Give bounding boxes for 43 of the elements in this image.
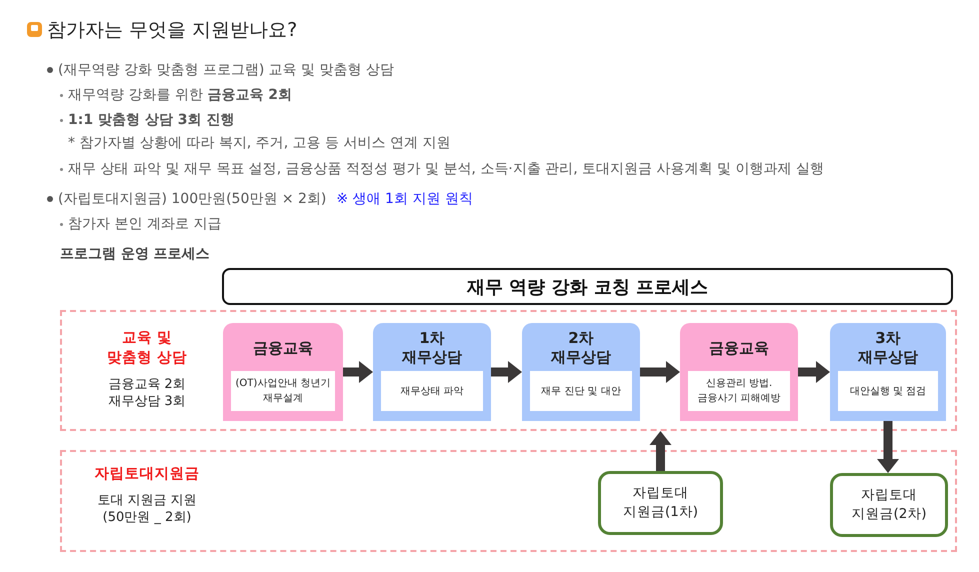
process-box — [830, 323, 946, 421]
arrow — [650, 431, 672, 471]
box-heading: 3차 재무상담 — [856, 328, 919, 368]
list-text: 재무역량 강화를 위한 금융교육 2회 — [68, 86, 292, 104]
band-note: 금융교육 2회 재무상담 3회 — [107, 376, 187, 410]
section-heading: 프로그램 운영 프로세스 — [60, 245, 210, 263]
list-text: ※ 생애 1회 지원 원칙 — [336, 190, 473, 208]
process-box — [680, 323, 798, 421]
arrow — [798, 361, 830, 383]
band-heading: 교육 및 맞춤형 상담 — [106, 329, 188, 368]
arrow — [343, 361, 373, 383]
box-body: 대안실행 및 점검 — [838, 371, 938, 411]
list-text: (재무역량 강화 맞춤형 프로그램) 교육 및 맞춤형 상담 — [58, 61, 394, 79]
box-body: 신용관리 방법. 금융사기 피해예방 — [688, 371, 790, 411]
box-label: 자립토대 지원금(1차) — [622, 484, 700, 522]
section-band — [60, 450, 957, 552]
box-body: (OT)사업안내 청년기 재무설계 — [231, 371, 335, 411]
fund-box — [830, 473, 948, 537]
box-heading: 2차 재무상담 — [550, 328, 612, 368]
list-text: 재무 상태 파악 및 재무 목표 설정, 금융상품 적정성 평가 및 분석, 소득·지출 관리, 토대지원금 사용계획 및 이행과제 실행 — [68, 160, 824, 178]
section-band — [60, 310, 957, 431]
box-body: 재무 진단 및 대안 — [530, 371, 632, 411]
list-text: 1:1 맞춤형 상담 3회 진행 — [68, 111, 234, 129]
band-heading: 자립토대지원금 — [94, 465, 200, 484]
page-title: 참가자는 무엇을 지원받나요? — [47, 18, 298, 43]
arrow — [491, 361, 522, 383]
list-text: * 참가자별 상황에 따라 복지, 주거, 고용 등 서비스 연계 지원 — [68, 134, 450, 152]
arrow — [640, 361, 680, 383]
arrow — [877, 421, 899, 473]
box-heading: 금융교육 — [708, 338, 770, 358]
fund-box — [598, 471, 723, 535]
process-box — [223, 323, 343, 421]
box-heading: 금융교육 — [252, 338, 314, 358]
box-title: 재무 역량 강화 코칭 프로세스 — [466, 276, 708, 298]
process-title-box — [222, 268, 953, 305]
process-box — [522, 323, 640, 421]
list-text: 참가자 본인 계좌로 지급 — [68, 215, 222, 233]
box-label: 자립토대 지원금(2차) — [850, 486, 928, 524]
band-note: 토대 지원금 지원 (50만원 _ 2회) — [96, 492, 198, 526]
list-text: (자립토대지원금) 100만원(50만원 × 2회) — [58, 190, 326, 208]
box-heading: 1차 재무상담 — [400, 328, 463, 368]
process-box — [373, 323, 491, 421]
box-body: 재무상태 파악 — [381, 371, 483, 411]
